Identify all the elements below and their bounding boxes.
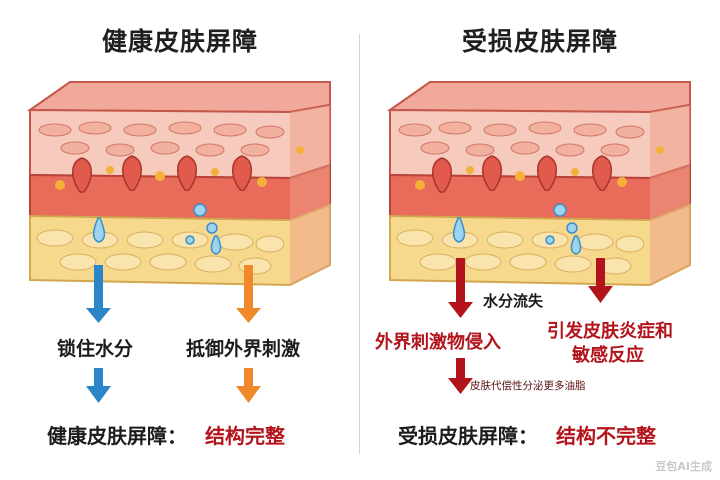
label-sebum: 皮肤代偿性分泌更多油脂	[470, 380, 586, 392]
watermark: 豆包AI生成	[655, 460, 712, 473]
healthy-barrier-panel: 健康皮肤屏障	[26, 27, 331, 448]
water-loss-arrow-head	[448, 302, 473, 318]
label-water-loss: 水分流失	[483, 292, 544, 310]
damaged-skin-illustration	[386, 81, 691, 394]
label-lock-water: 锁住水分	[57, 338, 134, 360]
damaged-conclusion-value: 结构不完整	[556, 424, 656, 448]
inflammation-arrow-shaft	[596, 258, 605, 288]
label-defend: 抵御外界刺激	[186, 338, 301, 360]
healthy-title: 健康皮肤屏障	[101, 27, 258, 56]
label-irritant-invasion: 外界刺激物侵入	[375, 332, 501, 353]
healthy-conclusion-value: 结构完整	[205, 424, 285, 448]
inflammation-arrow-head	[588, 286, 613, 303]
label-inflammation-line2: 敏感反应	[572, 345, 644, 366]
panel-divider	[359, 34, 360, 454]
damaged-title: 受损皮肤屏障	[461, 27, 618, 56]
damaged-barrier-panel: 受损皮肤屏障	[360, 0, 720, 480]
defend-arrow	[236, 265, 261, 403]
water-loss-arrow-shaft	[456, 258, 465, 304]
lock-water-arrow	[86, 265, 111, 403]
healthy-skin-illustration	[26, 81, 331, 403]
label-inflammation-line1: 引发皮肤炎症和	[547, 321, 673, 342]
damaged-conclusion-prefix: 受损皮肤屏障：	[398, 424, 538, 448]
healthy-conclusion-prefix: 健康皮肤屏障：	[47, 424, 187, 448]
sebum-arrow-shaft	[456, 358, 465, 380]
sebum-arrow-head	[448, 378, 473, 394]
